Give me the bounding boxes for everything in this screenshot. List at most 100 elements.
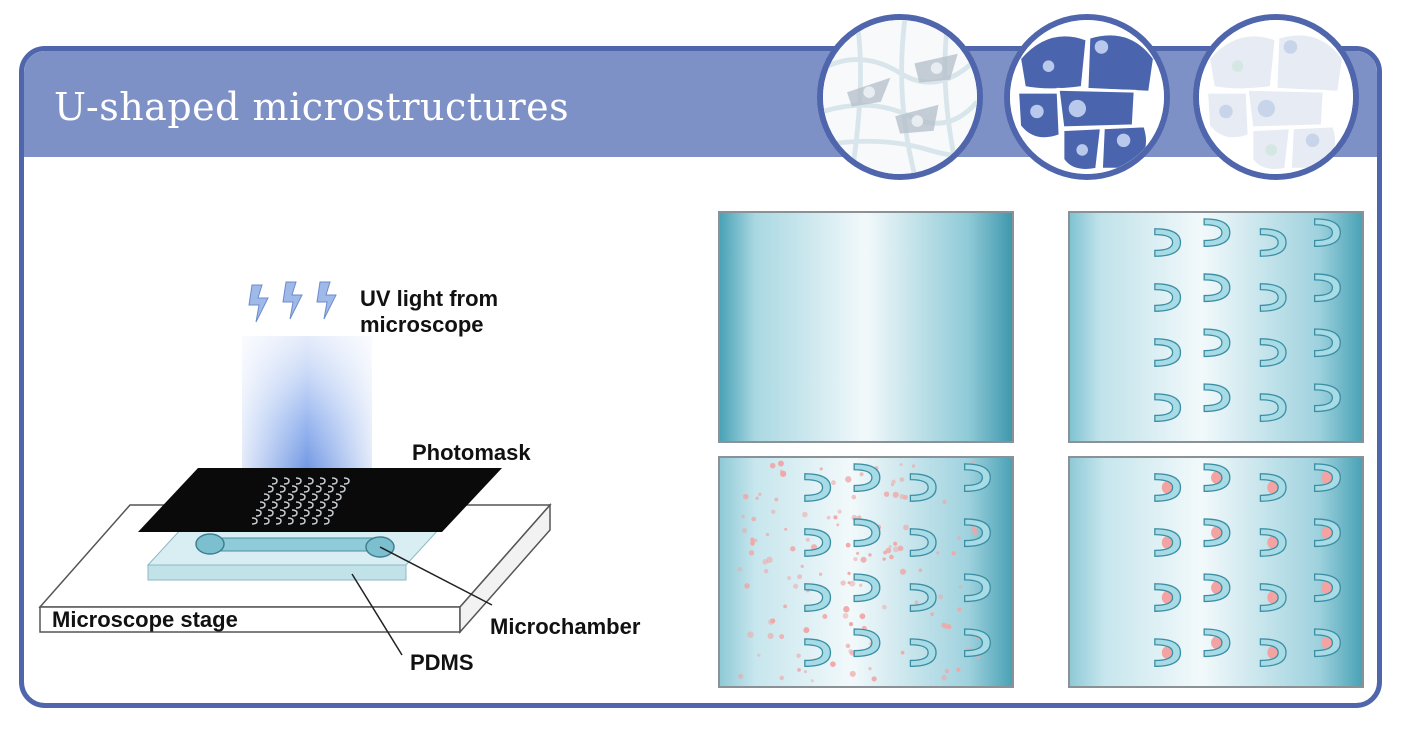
mask-u-pattern <box>323 517 330 525</box>
cell-dot <box>833 515 838 520</box>
cell-dot <box>883 491 890 497</box>
header-bar: U-shaped microstructures <box>24 51 1377 157</box>
u-microstructure <box>853 628 881 658</box>
cell-faded-circle <box>1193 14 1359 180</box>
mask-u-pattern <box>319 477 326 485</box>
cell-dot <box>755 496 759 500</box>
u-microstructure <box>853 518 881 548</box>
cell-cluster-circle <box>1004 14 1170 180</box>
u-microstructure <box>909 583 937 612</box>
u-microstructure <box>1203 573 1231 603</box>
u-structure-layer <box>1154 218 1341 422</box>
cell-dot <box>859 472 864 477</box>
mask-u-pattern <box>279 485 286 493</box>
u-microstructure <box>1203 383 1231 413</box>
cell-dot <box>847 581 851 585</box>
cell-dot <box>892 491 899 498</box>
cell-dot <box>951 551 956 556</box>
u-microstructure <box>1154 338 1182 367</box>
cell-dot <box>885 547 892 554</box>
u-microstructure <box>1259 583 1287 612</box>
cell-dot <box>956 667 961 672</box>
u-microstructure <box>1203 273 1231 303</box>
cell-dot <box>804 670 808 674</box>
cell-dot <box>751 516 757 522</box>
u-microstructure <box>1203 628 1231 658</box>
cell-dot <box>765 532 770 537</box>
cell-dot <box>914 600 919 605</box>
cell-dot <box>899 477 905 482</box>
cell-network-circle <box>817 14 983 180</box>
cell-dot <box>784 527 788 531</box>
cell-dot <box>836 523 840 527</box>
cell-dot <box>831 480 836 486</box>
cell-dot <box>849 670 856 677</box>
mask-u-pattern <box>327 485 334 493</box>
u-microstructure <box>1203 218 1231 248</box>
cell-dot <box>819 467 823 471</box>
cell-dot <box>753 538 758 543</box>
cell-dot <box>899 463 903 467</box>
cell-dot <box>741 514 745 519</box>
mask-u-pattern <box>311 517 318 525</box>
u-microstructure <box>853 573 881 603</box>
cell-dot <box>770 509 776 515</box>
cell-dot <box>779 634 785 640</box>
u-microstructure <box>964 573 991 603</box>
u-microstructure <box>1154 228 1182 257</box>
cell-dot <box>943 623 949 629</box>
uv-light-label: UV light from microscope <box>360 286 498 338</box>
cell-dot <box>973 531 978 537</box>
cell-dot <box>893 541 898 546</box>
cell-dot <box>845 476 852 483</box>
u-microstructure <box>1314 573 1341 603</box>
cell-dot <box>900 650 905 655</box>
u-microstructure <box>1259 473 1287 502</box>
mask-u-pattern <box>255 509 262 517</box>
cell-dot <box>738 673 744 679</box>
u-microstructure <box>1154 473 1182 502</box>
u-microstructure <box>909 473 937 502</box>
uv-bolt-icon <box>248 281 337 323</box>
mask-u-pattern <box>263 517 270 525</box>
mask-u-pattern <box>315 509 322 517</box>
cell-dot <box>889 554 894 560</box>
cell-dot <box>853 556 858 562</box>
cell-dot <box>899 493 905 500</box>
u-microstructure <box>1259 393 1287 422</box>
pdms-label: PDMS <box>410 650 474 675</box>
u-microstructure <box>1259 228 1287 257</box>
u-microstructure <box>964 463 991 493</box>
cell-dot <box>758 492 762 497</box>
mask-u-pattern <box>331 477 338 485</box>
cell-dot <box>848 649 853 654</box>
cell-dot <box>750 537 755 542</box>
cell-dot <box>840 580 846 586</box>
mask-u-pattern <box>263 493 270 501</box>
microscope-stage-label: Microscope stage <box>52 607 238 632</box>
u-structure-layer <box>804 463 991 667</box>
cell-dot <box>893 546 899 553</box>
u-microstructure <box>804 638 832 667</box>
cell-dot <box>868 667 872 671</box>
cell-dot <box>848 622 854 627</box>
u-microstructure <box>1314 218 1341 248</box>
cell-dot <box>859 613 866 620</box>
mask-u-pattern <box>287 493 294 501</box>
u-microstructure <box>909 528 937 557</box>
u-microstructure <box>964 628 991 658</box>
cell-dot <box>845 542 851 548</box>
mask-u-pattern <box>339 485 346 493</box>
cell-dot <box>958 585 962 589</box>
cell-dot <box>818 572 823 576</box>
uv-label-line1: UV light from <box>360 286 499 311</box>
mask-u-pattern <box>295 501 302 509</box>
mask-u-pattern <box>259 501 266 509</box>
cell-dot <box>797 574 803 580</box>
cell-dot <box>903 524 909 531</box>
cell-dot <box>882 604 887 610</box>
panel-u-structures <box>1068 211 1364 443</box>
u-microstructure <box>1259 638 1287 667</box>
panel-empty-channel <box>718 211 1014 443</box>
u-microstructure <box>1314 273 1341 303</box>
